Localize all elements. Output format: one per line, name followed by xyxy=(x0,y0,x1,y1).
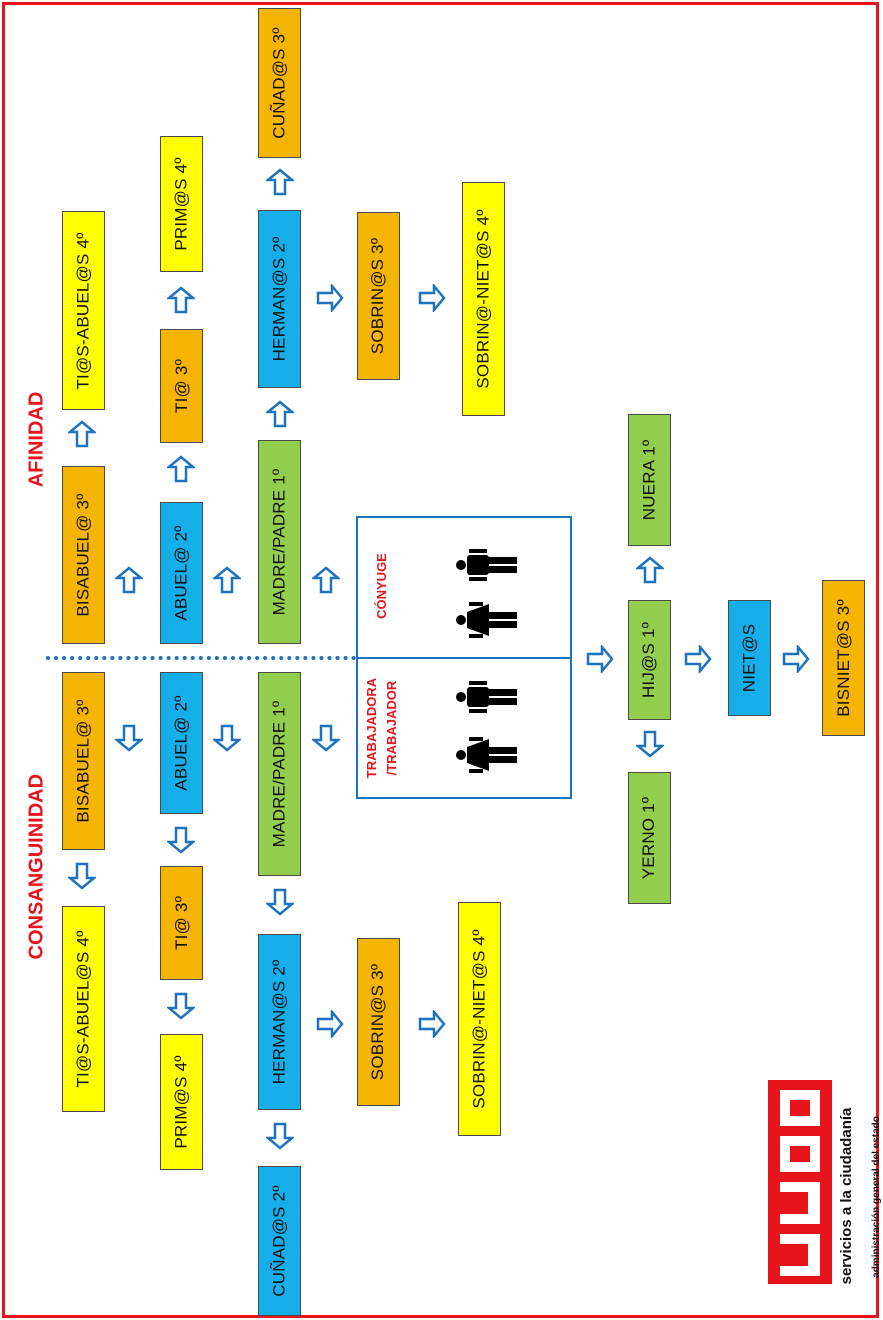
consanguinidad-hermanos-box: HERMAN@S 2º xyxy=(258,934,301,1110)
consanguinidad-title: CONSANGUINIDAD xyxy=(25,773,48,960)
logo-text-line2: administración general del estado xyxy=(871,1116,882,1278)
consanguinidad-tias-abuel-box: TI@S-ABUEL@S 4º xyxy=(62,906,105,1112)
afinidad-abuel-box: ABUEL@ 2º xyxy=(160,502,203,644)
arrow-down-icon xyxy=(167,826,195,854)
afinidad-bisabuel-box: BISABUEL@ 3º xyxy=(62,466,105,644)
arrow-down-icon xyxy=(312,724,340,752)
afinidad-hermanos-box: HERMAN@S 2º xyxy=(258,210,301,388)
consanguinidad-sobrinos-box: SOBRIN@S 3º xyxy=(357,938,400,1106)
arrow-down-icon xyxy=(266,888,294,916)
arrow-down-icon xyxy=(115,724,143,752)
arrow-right-icon xyxy=(684,645,712,673)
female-figure-icon xyxy=(455,600,519,640)
consanguinidad-madre-padre-box: MADRE/PADRE 1º xyxy=(258,672,301,876)
arrow-up-icon xyxy=(115,566,143,594)
consanguinidad-prims-box: PRIM@S 4º xyxy=(160,1034,203,1170)
arrow-up-icon xyxy=(68,420,96,448)
arrow-up-icon xyxy=(167,455,195,483)
arrow-down-icon xyxy=(266,1122,294,1150)
section-divider xyxy=(46,656,356,660)
female-figure-icon xyxy=(455,735,519,775)
consanguinidad-bisabuel-box: BISABUEL@ 3º xyxy=(62,672,105,850)
trabajador-label: TRABAJADORA /TRABAJADOR xyxy=(362,668,402,788)
arrow-up-icon xyxy=(213,566,241,594)
consanguinidad-cunados-box: CUÑAD@S 2º xyxy=(258,1166,301,1316)
arrow-up-icon xyxy=(636,556,664,584)
ego-box-divider xyxy=(356,657,572,659)
nietos-box: NIET@S xyxy=(728,600,771,716)
arrow-right-icon xyxy=(418,1010,446,1038)
arrow-right-icon xyxy=(418,284,446,312)
ccoo-logo-mark xyxy=(768,1080,832,1284)
afinidad-cunados-box: CUÑAD@S 3º xyxy=(258,8,301,158)
male-figure-icon xyxy=(455,677,519,717)
afinidad-tia-box: TI@ 3º xyxy=(160,329,203,443)
yerno-box: YERNO 1º xyxy=(628,772,671,904)
arrow-right-icon xyxy=(316,1010,344,1038)
nuera-box: NUERA 1º xyxy=(628,414,671,546)
arrow-down-icon xyxy=(167,992,195,1020)
afinidad-madre-padre-box: MADRE/PADRE 1º xyxy=(258,440,301,644)
arrow-down-icon xyxy=(636,730,664,758)
arrow-down-icon xyxy=(213,724,241,752)
afinidad-sobrinos-nietos-box: SOBRIN@-NIET@S 4º xyxy=(462,182,505,416)
hijos-box: HIJ@S 1º xyxy=(628,600,671,720)
arrow-up-icon xyxy=(266,168,294,196)
trabajador-label-line1: TRABAJADORA xyxy=(364,677,379,779)
consanguinidad-tia-box: TI@ 3º xyxy=(160,866,203,980)
trabajador-label-line2: /TRABAJADOR xyxy=(384,680,399,776)
conyuge-label: CÓNYUGE xyxy=(374,553,389,619)
arrow-right-icon xyxy=(586,645,614,673)
arrow-up-icon xyxy=(167,286,195,314)
logo-text-line1: servicios a la ciudadanía xyxy=(838,1107,855,1285)
arrow-right-icon xyxy=(316,284,344,312)
consanguinidad-sobrinos-nietos-box: SOBRIN@-NIET@S 4º xyxy=(458,902,501,1136)
arrow-down-icon xyxy=(68,862,96,890)
ccoo-logo: servicios a la ciudadanía administración… xyxy=(768,1080,882,1316)
male-figure-icon xyxy=(455,545,519,585)
arrow-up-icon xyxy=(312,566,340,594)
afinidad-tias-abuel-box: TI@S-ABUEL@S 4º xyxy=(62,211,105,410)
arrow-right-icon xyxy=(782,645,810,673)
arrow-up-icon xyxy=(266,400,294,428)
bisnietos-box: BISNIET@S 3º xyxy=(822,580,865,736)
afinidad-sobrinos-box: SOBRIN@S 3º xyxy=(357,212,400,380)
afinidad-title: AFINIDAD xyxy=(25,391,48,488)
consanguinidad-abuel-box: ABUEL@ 2º xyxy=(160,672,203,814)
afinidad-prims-box: PRIM@S 4º xyxy=(160,136,203,272)
